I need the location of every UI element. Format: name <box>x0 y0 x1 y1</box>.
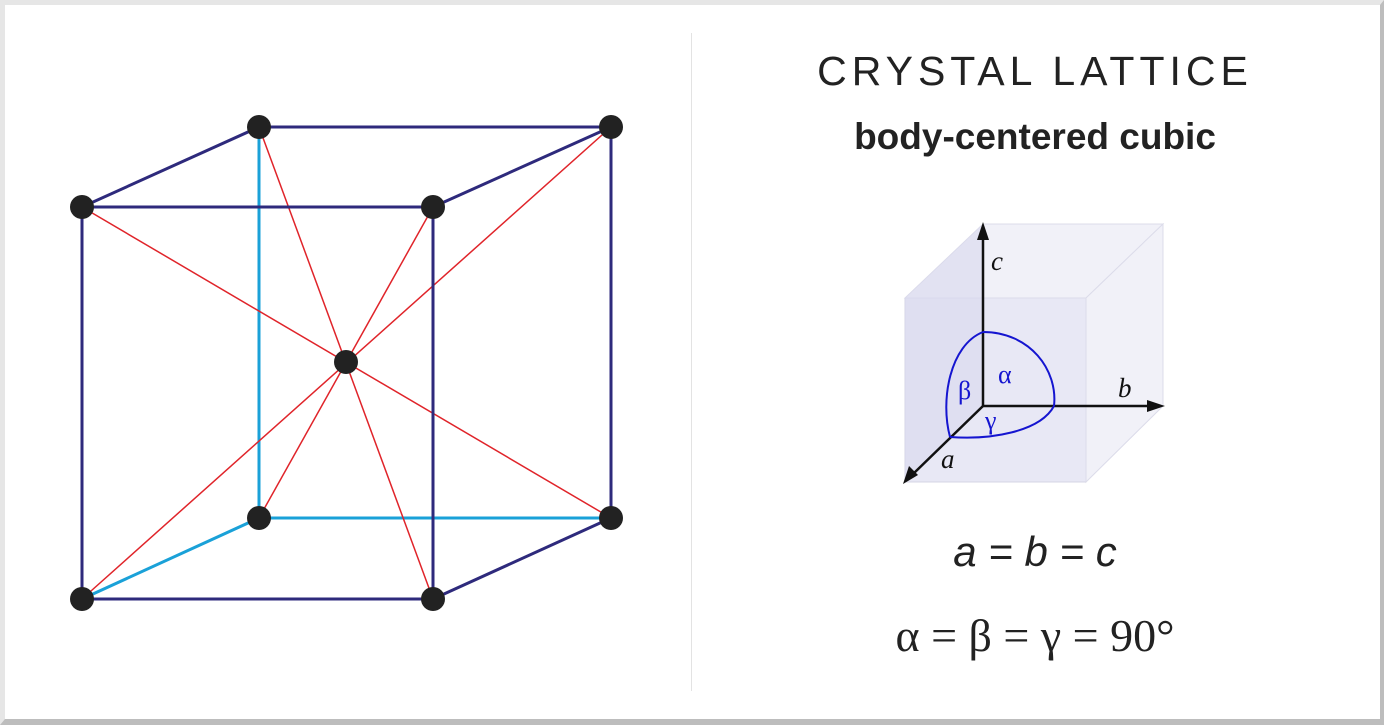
axis-c-arrowhead <box>977 222 989 240</box>
corner-atom <box>70 587 94 611</box>
corner-atom <box>70 195 94 219</box>
front-face <box>80 205 435 601</box>
arc-gamma <box>949 405 1055 439</box>
arc-beta <box>945 331 984 438</box>
beta-label: β <box>958 376 971 405</box>
edge-top-left <box>81 125 260 209</box>
edge-bottom-right <box>432 516 612 601</box>
corner-atom <box>599 115 623 139</box>
axis-b-label: b <box>1118 373 1132 403</box>
lattice-angles-equation: α = β = γ = 90° <box>895 610 1175 661</box>
axis-b-arrowhead <box>1147 400 1165 412</box>
corner-atom <box>421 587 445 611</box>
hidden-edge-left-bottom <box>81 516 260 601</box>
visible-edges <box>80 125 613 601</box>
axis-a-arrowhead <box>903 466 918 484</box>
angle-arcs <box>945 331 1056 439</box>
corner-atom <box>247 506 271 530</box>
axes <box>911 236 1152 476</box>
lattice-lengths-equation: a = b = c <box>953 528 1117 575</box>
unit-cell-illustration: c b a α β γ <box>903 222 1165 484</box>
edge-top-right <box>432 125 612 209</box>
center-atom <box>334 350 358 374</box>
arc-alpha <box>982 331 1056 407</box>
axis-a-line <box>911 405 984 476</box>
corner-atom <box>599 506 623 530</box>
alpha-label: α <box>998 360 1012 389</box>
unit-cell-back-face <box>905 224 983 482</box>
gamma-label: γ <box>984 406 997 435</box>
atoms <box>70 115 623 611</box>
corner-atom <box>421 195 445 219</box>
hidden-edges <box>81 127 611 601</box>
corner-atom <box>247 115 271 139</box>
axis-a-label: a <box>941 444 955 474</box>
lattice-type-subtitle: body-centered cubic <box>854 116 1216 157</box>
axis-c-label: c <box>991 246 1003 276</box>
panel-divider <box>691 33 692 691</box>
diagram-title: CRYSTAL LATTICE <box>817 48 1253 94</box>
